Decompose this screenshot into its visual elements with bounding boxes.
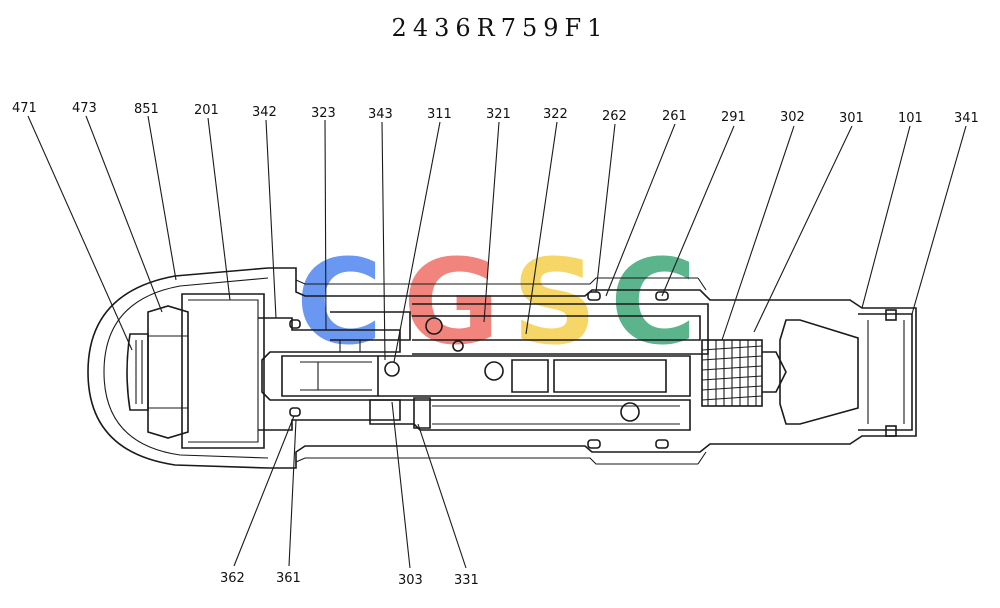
callout-label: 261 <box>662 109 687 124</box>
callout-label: 303 <box>398 573 423 588</box>
spring-302 <box>701 339 763 407</box>
watermark-letter-2: G <box>403 233 500 371</box>
callout-label: 323 <box>311 106 336 121</box>
callout-label: 341 <box>954 111 979 126</box>
watermark-letter-4: C <box>610 233 697 371</box>
watermark: C G S C <box>296 233 697 371</box>
callout-label: 301 <box>839 111 864 126</box>
callout-label: 473 <box>72 101 97 116</box>
callout-label: 342 <box>252 105 277 120</box>
callout-labels-top: 471 473 851 201 342 323 343 311 321 322 … <box>12 101 979 126</box>
callout-label: 311 <box>427 107 452 122</box>
callout-label: 322 <box>543 107 568 122</box>
callout-label: 321 <box>486 107 511 122</box>
callout-label: 101 <box>898 111 923 126</box>
callout-label: 362 <box>220 571 245 586</box>
callout-label: 331 <box>454 573 479 588</box>
callout-label: 851 <box>134 102 159 117</box>
watermark-letter-3: S <box>512 233 597 371</box>
callout-label: 291 <box>721 110 746 125</box>
callout-label: 343 <box>368 107 393 122</box>
callout-label: 201 <box>194 103 219 118</box>
callout-label: 471 <box>12 101 37 116</box>
leader-lines <box>27 115 967 569</box>
callout-label: 262 <box>602 109 627 124</box>
part-number-title: 2436R759F1 <box>391 14 609 42</box>
callout-label: 302 <box>780 110 805 125</box>
callout-labels-bottom: 362 361 303 331 <box>220 571 479 588</box>
watermark-letter-1: C <box>296 233 383 371</box>
callout-label: 361 <box>276 571 301 586</box>
valve-body-outline <box>87 267 917 469</box>
